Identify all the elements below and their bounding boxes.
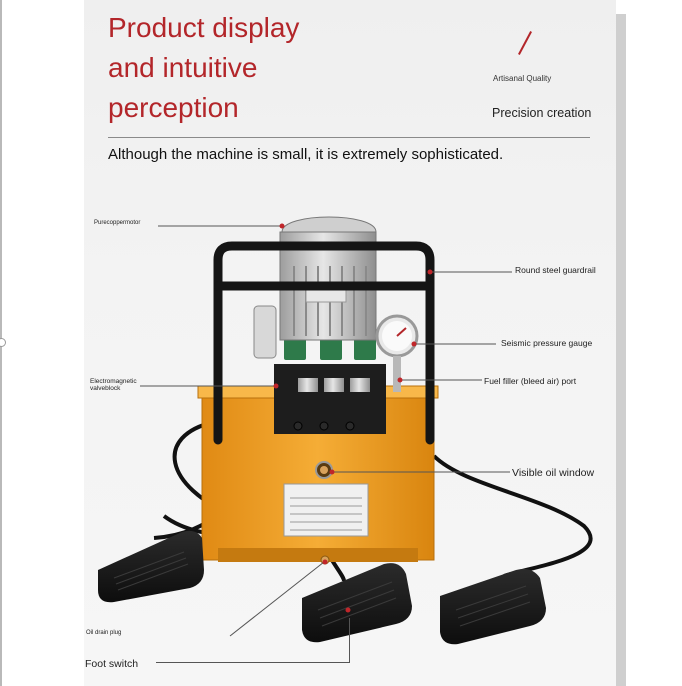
label-valve-block: Electromagnetic valveblock [90,378,137,392]
label-valve-line-2: valveblock [90,385,121,392]
divider-line [108,137,590,138]
frame-handle-dot [0,338,6,347]
steel-guardrail [213,241,435,445]
label-oil-window: Visible oil window [512,467,595,479]
callout-dots [273,223,433,613]
label-foot-switch: Foot switch [85,658,139,670]
foot-switch-callout-vertical [349,618,350,662]
label-guardrail: Round steel guardrail [515,265,596,275]
foot-pedal-right [440,569,546,645]
foot-pedal-left [98,530,204,603]
artisanal-tag: Artisanal Quality [493,74,552,83]
precision-tagline: Precision creation [492,106,592,120]
headline: Product display and intuitive perception [108,8,299,128]
foot-pedal-center [302,563,412,643]
label-pressure-gauge: Seismic pressure gauge [501,338,593,348]
headline-line-3: perception [108,92,239,123]
callout-lines [140,225,512,637]
subtitle: Although the machine is small, it is ext… [108,146,504,163]
headline-line-1: Product display [108,12,300,43]
label-motor: Purecoppermotor [94,220,141,226]
label-valve-line-1: Electromagnetic [90,378,137,385]
label-oil-drain: Oil drain plug [86,630,122,636]
headline-line-2: and intuitive [108,52,258,83]
panel-shadow [616,14,626,686]
label-fuel-filler: Fuel filler (bleed air) port [484,376,577,386]
hydraulic-pump-illustration [98,216,593,645]
foot-switch-callout-horizontal [156,662,350,663]
